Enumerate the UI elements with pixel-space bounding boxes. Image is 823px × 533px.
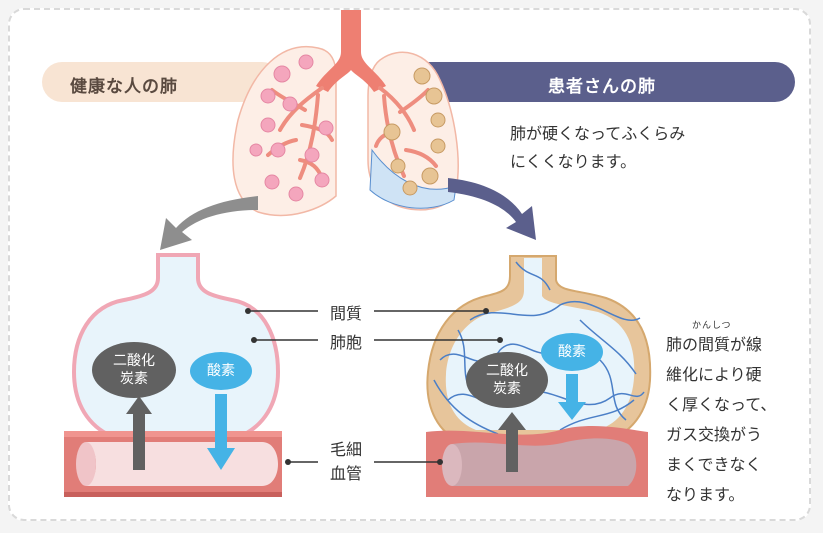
fibrosis-note-line: まくできなく xyxy=(666,450,806,480)
fibrosis-note-line: 維化により硬 xyxy=(666,360,806,390)
healthy-alveolus xyxy=(74,255,278,438)
o2-label: 酸素 xyxy=(207,362,235,380)
stiff-lung-note-line1: 肺が硬くなってふくらみ xyxy=(510,120,750,148)
interstitium-label: 間質 xyxy=(330,300,362,324)
fibrotic-co2-bubble: 二酸化炭素 xyxy=(466,352,548,408)
healthy-capillary xyxy=(64,431,282,497)
co2-label-line1: 二酸化 xyxy=(113,352,155,370)
fibrosis-note-line: 肺の間質が線 xyxy=(666,330,806,360)
co2-label-line1: 二酸化 xyxy=(486,362,528,380)
o2-label: 酸素 xyxy=(558,343,586,361)
co2-label-line2: 炭素 xyxy=(113,370,155,388)
fibrosis-note-line: なります。 xyxy=(666,480,806,510)
fibrosis-note-line: く厚くなって、 xyxy=(666,390,806,420)
healthy-lung-title: 健康な人の肺 xyxy=(70,72,178,97)
capillary-label-line2: 血管 xyxy=(330,462,362,486)
capillary-label: 毛細 血管 xyxy=(330,438,362,486)
fibrotic-capillary xyxy=(426,426,648,497)
capillary-label-line1: 毛細 xyxy=(330,438,362,462)
stiff-lung-note-line2: にくくなります。 xyxy=(510,148,750,176)
healthy-o2-bubble: 酸素 xyxy=(190,352,252,390)
healthy-arrow xyxy=(160,196,258,250)
stiff-lung-note: 肺が硬くなってふくらみ にくくなります。 xyxy=(510,120,750,176)
fibrosis-note-line: ガス交換がう xyxy=(666,420,806,450)
fibrotic-alveolus-lumen xyxy=(446,258,635,430)
fibrotic-o2-bubble: 酸素 xyxy=(541,333,603,371)
healthy-co2-bubble: 二酸化炭素 xyxy=(92,342,176,398)
co2-label-line2: 炭素 xyxy=(486,380,528,398)
patient-arrow xyxy=(448,178,536,240)
patient-lung-title: 患者さんの肺 xyxy=(548,72,656,97)
alveolus-label: 肺胞 xyxy=(330,329,362,353)
fibrosis-note: 肺の間質が線 維化により硬 く厚くなって、 ガス交換がう まくできなく なります… xyxy=(666,330,806,510)
lungs-illustration xyxy=(233,10,458,215)
